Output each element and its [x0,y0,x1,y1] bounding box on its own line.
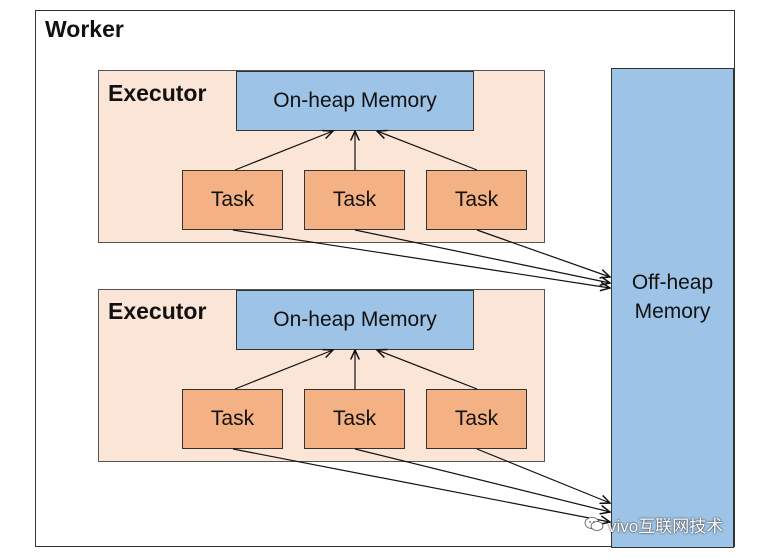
onheap-memory-2: On-heap Memory [236,290,474,350]
worker-title: Worker [45,16,124,42]
task-1-1: Task [182,170,283,230]
watermark: vivo互联网技术 [584,512,723,536]
watermark-text: vivo互联网技术 [608,516,724,536]
onheap-memory-1: On-heap Memory [236,71,474,131]
executor-title-1: Executor [108,80,207,106]
wechat-icon [584,517,604,531]
offheap-label-line1: Off-heap [631,271,714,294]
executor-title-2: Executor [108,298,207,324]
task-2-2: Task [304,389,405,449]
task-1-2: Task [304,170,405,230]
offheap-memory: Off-heap Memory [611,68,734,548]
offheap-label-line2: Memory [634,300,711,323]
task-2-3: Task [426,389,527,449]
task-1-3: Task [426,170,527,230]
task-2-1: Task [182,389,283,449]
